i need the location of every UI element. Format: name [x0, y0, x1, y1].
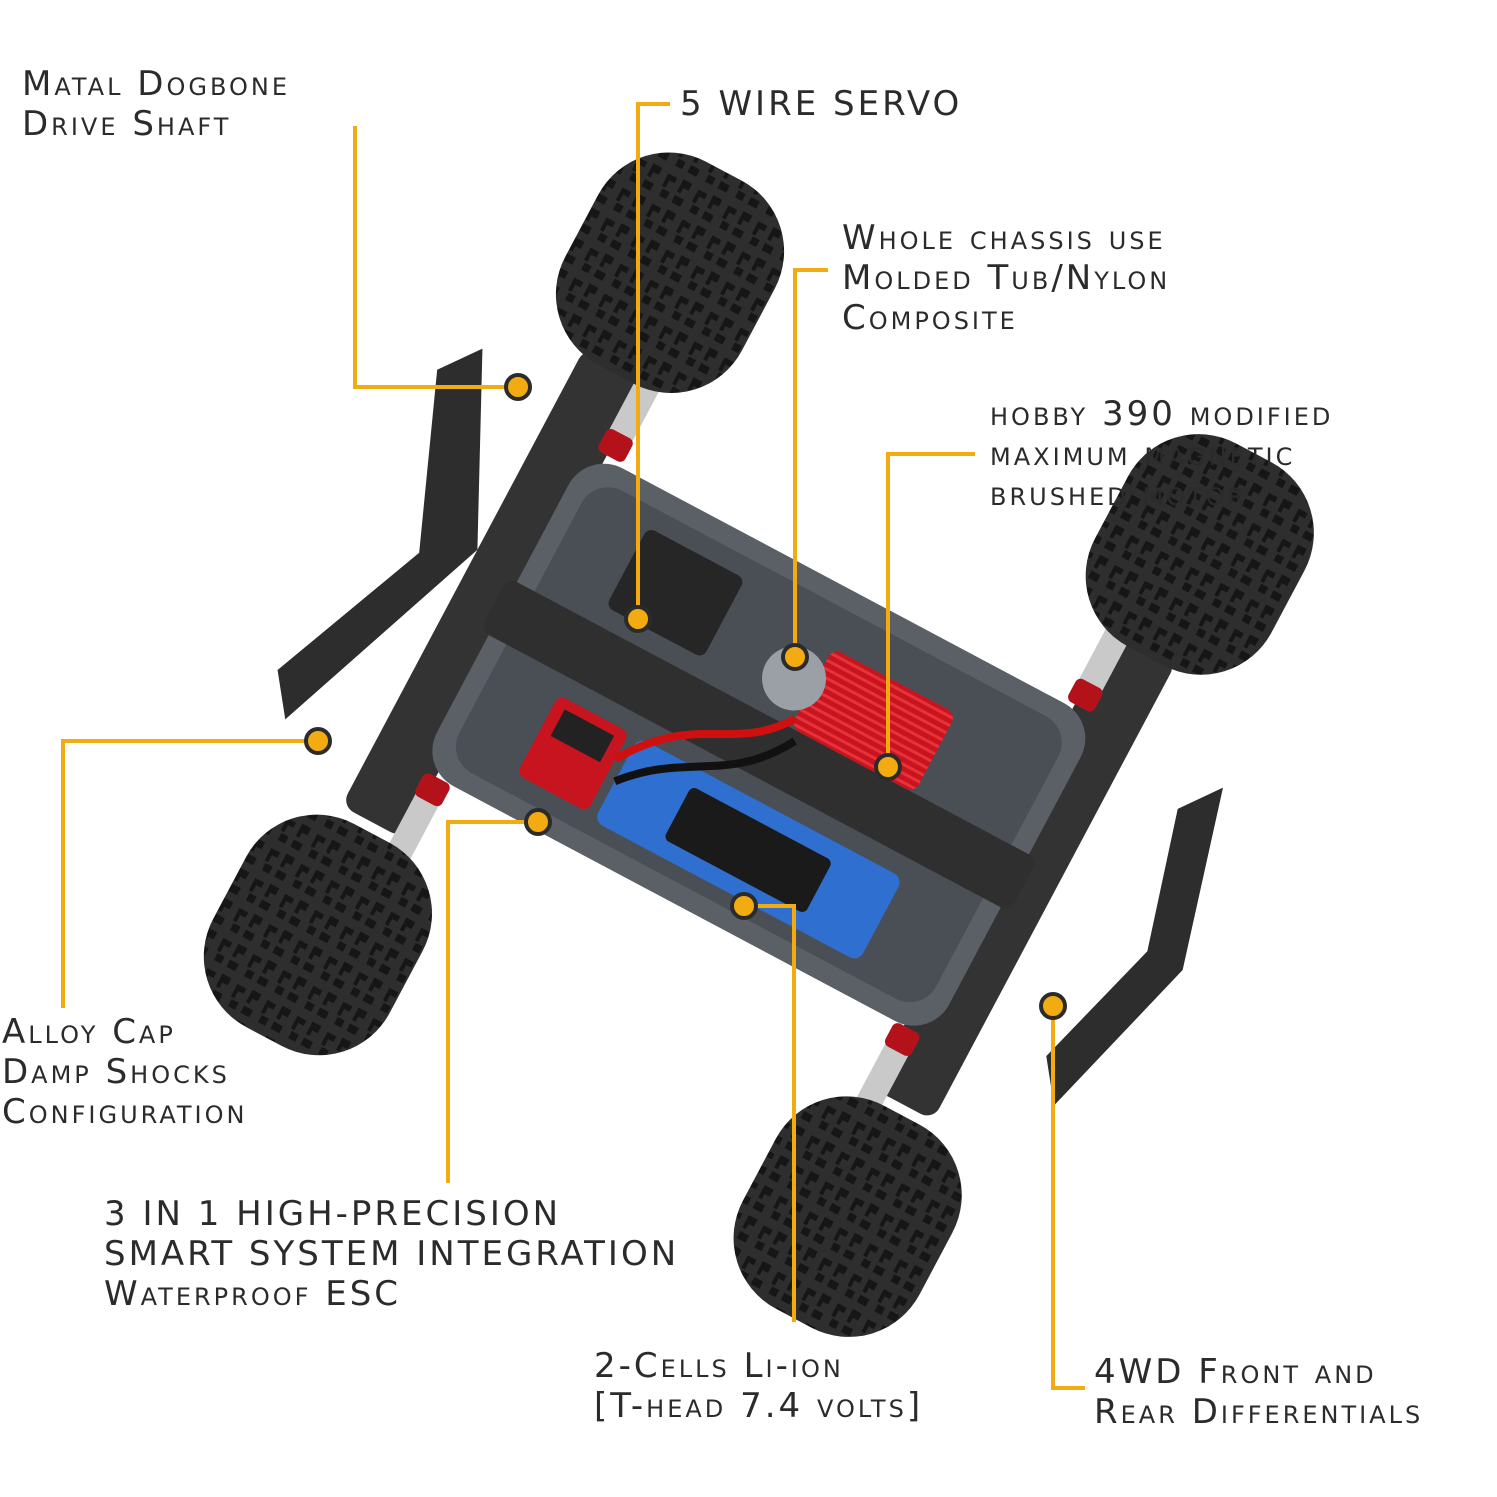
callout-line: Alloy Cap: [2, 1012, 176, 1052]
dot-servo: [624, 605, 652, 633]
callout-line: 2-Cells Li-ion: [594, 1346, 844, 1386]
leader-lines: [61, 102, 1085, 1390]
leader-motor: [886, 452, 975, 767]
callout-line: [T-head 7.4 volts]: [594, 1386, 924, 1426]
callout-servo: 5 WIRE SERVO: [680, 84, 962, 124]
dot-diff: [1039, 992, 1067, 1020]
leader-esc: [446, 820, 538, 1183]
leader-shocks: [61, 739, 318, 1008]
dot-shocks: [304, 727, 332, 755]
callout-line: Molded Tub/Nylon: [842, 258, 1171, 298]
callout-line: maximum magnetic: [990, 434, 1296, 474]
callout-line: brushed motor: [990, 474, 1248, 514]
esc: [519, 697, 627, 810]
rc-truck: [203, 152, 1314, 1337]
tire-front-bottom: [203, 814, 432, 1056]
callout-line: Matal Dogbone: [22, 64, 291, 104]
callout-shocks: Alloy Cap Damp Shocks Configuration: [2, 1012, 247, 1132]
dot-battery: [730, 892, 758, 920]
callout-motor: hobby 390 modified maximum magnetic brus…: [990, 394, 1333, 514]
callout-line: Rear Differentials: [1094, 1392, 1424, 1432]
dot-esc: [524, 808, 552, 836]
motor: [762, 646, 827, 711]
dot-motor: [874, 753, 902, 781]
leader-chassis: [793, 268, 828, 657]
callout-line: SMART SYSTEM INTEGRATION: [104, 1234, 680, 1274]
front-suspension: [346, 351, 643, 834]
leader-diff: [1051, 1006, 1085, 1390]
front-bumper: [277, 348, 483, 720]
callout-line: 4WD Front and: [1094, 1352, 1377, 1392]
dot-dogbone: [504, 373, 532, 401]
tire-front-top: [555, 152, 785, 394]
callout-line: Drive Shaft: [22, 104, 232, 144]
callout-differentials: 4WD Front and Rear Differentials: [1094, 1352, 1423, 1432]
callout-dogbone-drive-shaft: Matal Dogbone Drive Shaft: [22, 64, 290, 144]
motor-heatsink: [794, 651, 953, 790]
callout-line: Composite: [842, 298, 1018, 338]
callout-line: Waterproof ESC: [104, 1274, 402, 1314]
callout-line: 5 WIRE SERVO: [680, 84, 963, 124]
callout-line: Configuration: [2, 1092, 248, 1132]
leader-dots: [304, 373, 1067, 1020]
callout-esc: 3 IN 1 HIGH-PRECISION SMART SYSTEM INTEG…: [104, 1194, 679, 1314]
leader-servo: [636, 102, 670, 619]
callout-chassis: Whole chassis use Molded Tub/Nylon Compo…: [842, 218, 1170, 338]
callout-line: Whole chassis use: [842, 218, 1166, 258]
callout-line: 3 IN 1 HIGH-PRECISION: [104, 1194, 562, 1234]
center-spine: [483, 580, 1035, 909]
tire-rear-top: [1085, 434, 1314, 675]
rear-bumper: [1046, 787, 1224, 1106]
leader-dogbone: [353, 126, 518, 389]
callout-battery: 2-Cells Li-ion [T-head 7.4 volts]: [594, 1346, 923, 1426]
tire-rear-bottom: [733, 1096, 962, 1337]
dot-chassis: [781, 643, 809, 671]
callout-line: Damp Shocks: [2, 1052, 230, 1092]
leader-battery: [744, 904, 796, 1322]
callout-line: hobby 390 modified: [990, 394, 1334, 434]
